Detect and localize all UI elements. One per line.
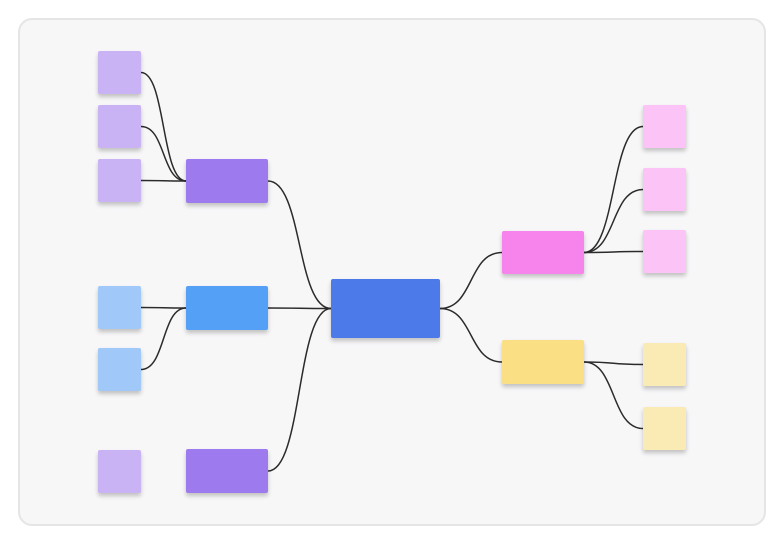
- mindmap-branch-blue[interactable]: [186, 286, 268, 330]
- mindmap-leaf-pink-3[interactable]: [643, 230, 686, 273]
- mindmap-leaf-lavender-2[interactable]: [98, 105, 141, 148]
- mindmap-node-root[interactable]: [331, 279, 440, 338]
- mindmap-leaf-pink-2[interactable]: [643, 168, 686, 211]
- mindmap-leaf-pink-1[interactable]: [643, 105, 686, 148]
- mindmap-leaf-yellow-2[interactable]: [643, 407, 686, 450]
- mindmap-leaf-yellow-1[interactable]: [643, 343, 686, 386]
- mindmap-branch-yellow[interactable]: [502, 340, 584, 384]
- mindmap-leaf-lavender-3[interactable]: [98, 159, 141, 202]
- mindmap-leaf-blue-2[interactable]: [98, 348, 141, 391]
- mindmap-branch-pink[interactable]: [502, 231, 584, 274]
- mindmap-leaf-blue-1[interactable]: [98, 286, 141, 329]
- mindmap-branch-purple-top[interactable]: [186, 159, 268, 203]
- mindmap-branch-purple-bottom[interactable]: [186, 449, 268, 493]
- mindmap-leaf-lavender-1[interactable]: [98, 51, 141, 94]
- mindmap-leaf-lavender-orphan[interactable]: [98, 450, 141, 493]
